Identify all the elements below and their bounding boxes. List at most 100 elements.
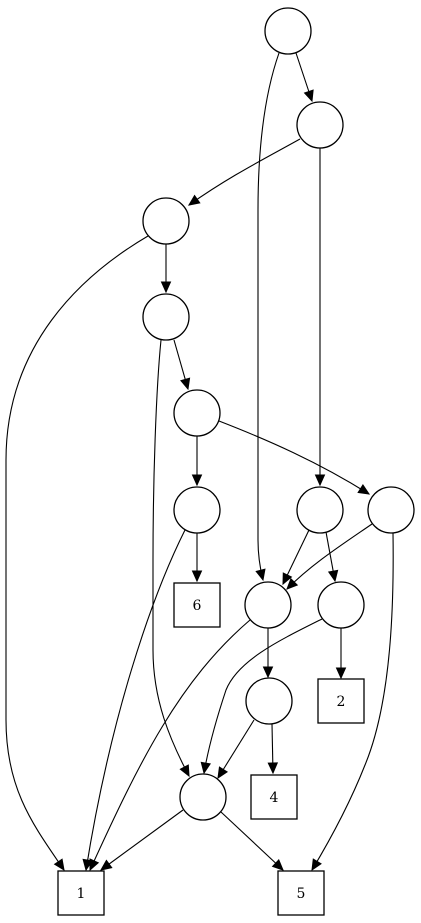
arrowhead-icon [286, 577, 299, 590]
box-node-b2: 2 [317, 678, 365, 724]
circle-node-c3 [142, 197, 190, 245]
arrowhead-icon [267, 762, 279, 775]
circle-node-c8 [367, 486, 415, 534]
node-circle-shape [245, 677, 293, 725]
edge-line [85, 529, 186, 871]
circle-node-c5 [173, 389, 221, 437]
arrowhead-icon [100, 859, 113, 871]
arrowhead-icon [200, 761, 211, 775]
node-box-shape [173, 582, 221, 628]
node-box-shape [250, 774, 298, 820]
node-circle-shape [296, 101, 344, 149]
graph-edges [5, 52, 394, 872]
edge-c8-to-c9 [286, 523, 373, 590]
node-label: 5 [297, 886, 306, 902]
edge-c12-to-b1 [100, 809, 184, 871]
edge-c11-to-b4 [267, 723, 279, 775]
arrowhead-icon [89, 858, 100, 872]
edge-c6-to-b1 [82, 529, 186, 872]
edge-line [311, 532, 394, 871]
graph-nodes: 6 2 4 1 5 [57, 7, 415, 916]
edge-c7-to-c9 [282, 529, 310, 586]
circle-node-c11 [245, 677, 293, 725]
edge-c5-to-c8 [218, 420, 371, 495]
node-label: 1 [77, 886, 86, 902]
arrowhead-icon [191, 474, 203, 487]
arrowhead-icon [357, 483, 371, 495]
node-circle-shape [244, 581, 292, 629]
edge-c4-to-c12 [152, 339, 190, 778]
circle-node-c1 [264, 7, 312, 55]
edge-c1-to-c9 [255, 52, 280, 582]
node-circle-shape [264, 7, 312, 55]
node-circle-shape [142, 293, 190, 341]
arrowhead-icon [262, 666, 274, 679]
node-box-shape [277, 870, 325, 916]
edge-c2-to-c7 [314, 148, 326, 487]
node-circle-shape [296, 486, 344, 534]
circle-node-c2 [296, 101, 344, 149]
node-circle-shape [367, 486, 415, 534]
edge-line [188, 138, 301, 206]
node-circle-shape [317, 581, 365, 629]
circle-node-c7 [296, 486, 344, 534]
node-label: 4 [270, 790, 279, 806]
box-node-b6: 6 [173, 582, 221, 628]
edge-c8-to-b5 [311, 532, 394, 872]
edge-line [5, 235, 149, 871]
edge-c6-to-b6 [191, 533, 203, 583]
arrowhead-icon [303, 89, 314, 103]
edge-c10-to-b2 [335, 628, 347, 680]
node-label: 2 [337, 694, 346, 710]
arrowhead-icon [255, 568, 266, 582]
arrowhead-icon [314, 474, 326, 487]
edge-c3-to-c4 [160, 244, 172, 294]
edge-line [257, 52, 280, 581]
edge-line [89, 619, 251, 871]
circle-node-c6 [173, 486, 221, 534]
edge-c11-to-c12 [217, 719, 255, 780]
edge-c1-to-c2 [295, 52, 314, 103]
arrowhead-icon [327, 569, 339, 583]
arrowhead-icon [335, 667, 347, 680]
circle-node-c4 [142, 293, 190, 341]
edge-line [100, 809, 184, 871]
edge-c9-to-b1 [89, 619, 251, 872]
node-circle-shape [179, 773, 227, 821]
box-node-b1: 1 [57, 870, 105, 916]
circle-node-c12 [179, 773, 227, 821]
arrowhead-icon [180, 377, 191, 391]
arrowhead-icon [282, 572, 293, 586]
edge-c5-to-c6 [191, 436, 203, 487]
edge-line [218, 420, 370, 495]
edge-line [286, 523, 373, 590]
node-box-shape [317, 678, 365, 724]
arrowhead-icon [179, 764, 190, 778]
arrowhead-icon [311, 858, 322, 872]
arrowhead-icon [271, 858, 284, 871]
edge-c10-to-c12 [200, 618, 323, 775]
edge-line [220, 811, 284, 871]
arrowhead-icon [191, 570, 203, 583]
edge-c9-to-c11 [262, 628, 274, 679]
edge-c4-to-c5 [173, 339, 191, 391]
edge-line [152, 339, 190, 777]
edge-c12-to-b5 [220, 811, 284, 871]
arrowhead-icon [188, 194, 201, 206]
arrowhead-icon [160, 281, 172, 294]
node-circle-shape [173, 486, 221, 534]
node-box-shape [57, 870, 105, 916]
edge-c7-to-c10 [325, 531, 339, 583]
edge-line [217, 719, 255, 779]
arrowhead-icon [217, 766, 229, 780]
node-label: 6 [193, 598, 202, 614]
circle-node-c10 [317, 581, 365, 629]
edge-line [203, 618, 323, 774]
edge-c2-to-c3 [188, 138, 301, 206]
box-node-b4: 4 [250, 774, 298, 820]
node-circle-shape [142, 197, 190, 245]
circle-node-c9 [244, 581, 292, 629]
node-circle-shape [173, 389, 221, 437]
box-node-b5: 5 [277, 870, 325, 916]
